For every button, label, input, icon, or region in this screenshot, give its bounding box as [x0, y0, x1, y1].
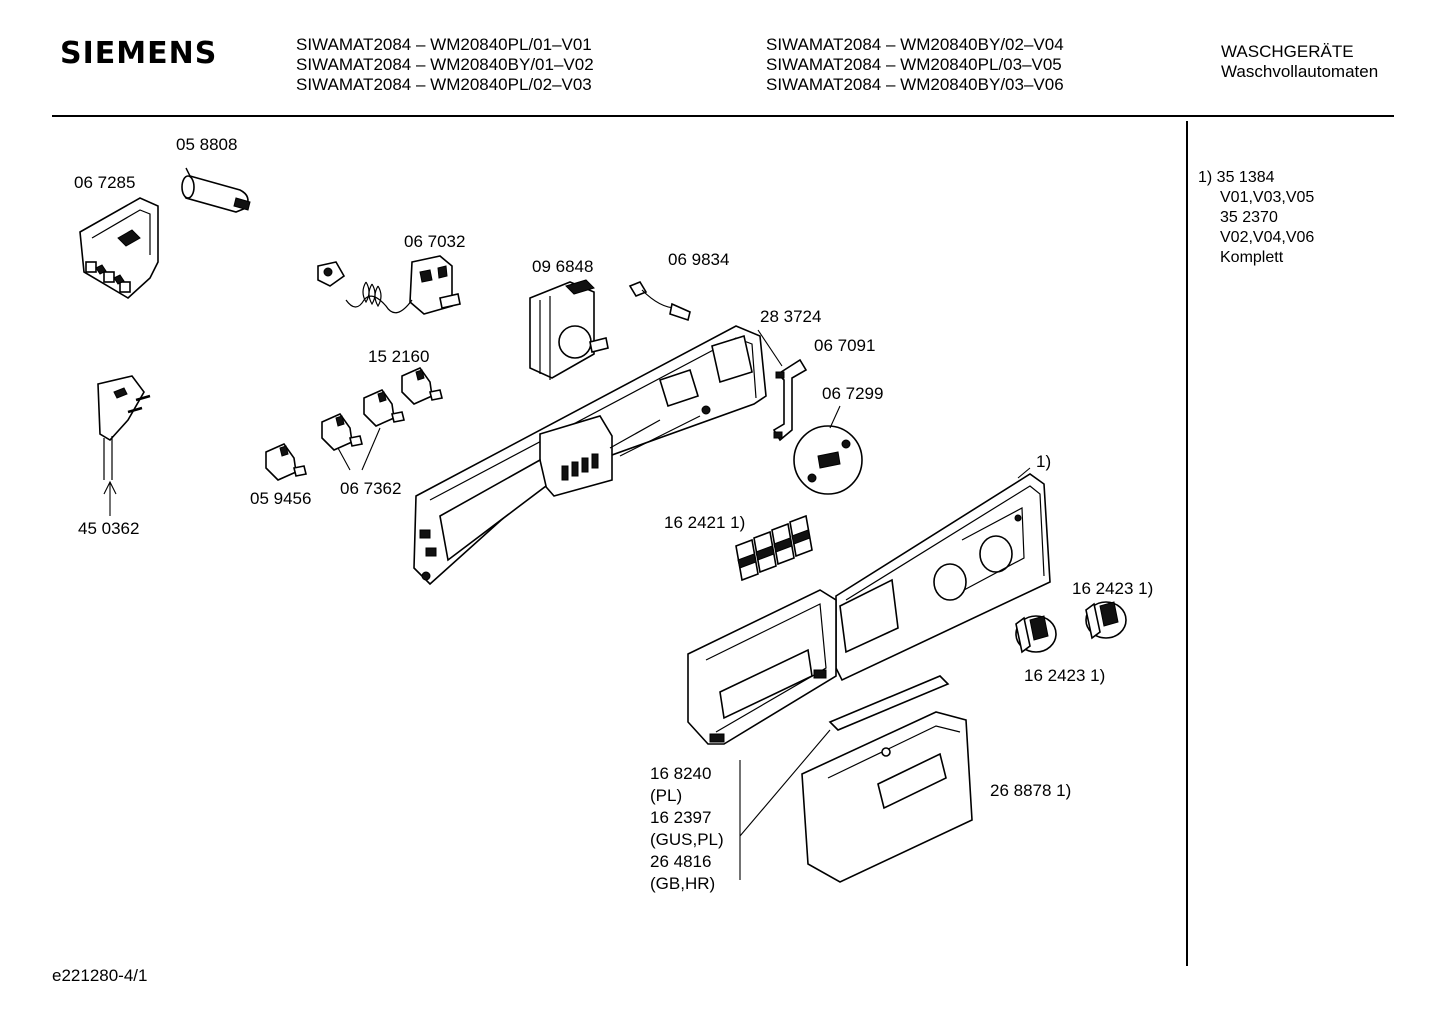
footnote-line: 1) 35 1384	[1198, 169, 1275, 186]
part-label: 16 2421 1)	[664, 513, 746, 532]
switch-part-067362-a	[363, 389, 405, 427]
brand-logo: SIEMENS	[60, 36, 218, 71]
model-list-left: SIWAMAT2084 – WM20840PL/01–V01 SIWAMAT20…	[296, 35, 594, 95]
part-label: 05 9456	[250, 489, 312, 508]
bracket-part-067285	[79, 197, 159, 299]
switch-part-067362-b	[321, 413, 363, 451]
part-label: (GUS,PL)	[650, 830, 724, 849]
switch-part-059456	[265, 443, 307, 481]
power-plug-part-450362	[97, 375, 151, 480]
model-line: SIWAMAT2084 – WM20840BY/03–V06	[766, 75, 1064, 94]
footnote-block: 1) 35 1384 V01,V03,V05 35 2370 V02,V04,V…	[1198, 168, 1314, 268]
knob-part-162423-a	[1015, 615, 1057, 654]
part-label: 26 4816	[650, 852, 712, 871]
model-line: SIWAMAT2084 – WM20840PL/02–V03	[296, 75, 592, 94]
drawer-front-part-268878	[801, 711, 973, 883]
part-label: 16 2397	[650, 808, 712, 827]
part-label: 28 3724	[760, 307, 822, 326]
footnote-line: 35 2370	[1220, 209, 1278, 226]
part-label: (PL)	[650, 786, 683, 805]
category-title: WASCHGERÄTE	[1221, 42, 1354, 61]
model-list-right: SIWAMAT2084 – WM20840BY/02–V04 SIWAMAT20…	[766, 35, 1064, 95]
front-panel-part-1	[835, 473, 1051, 682]
variant-part-labels: 16 8240 (PL) 16 2397 (GUS,PL) 26 4816 (G…	[650, 763, 724, 895]
drawing-id: e221280-4/1	[52, 966, 148, 985]
part-label: 16 2423 1)	[1024, 666, 1106, 685]
part-label: 05 8808	[176, 135, 238, 154]
part-label: 06 7285	[74, 173, 136, 192]
part-label: 16 2423 1)	[1072, 579, 1154, 598]
footnote-line: V02,V04,V06	[1220, 229, 1315, 246]
part-label: 06 7032	[404, 232, 466, 251]
part-label: 26 8878 1)	[990, 781, 1072, 800]
knob-disc-part-067299	[793, 425, 863, 495]
part-label: 06 9834	[668, 250, 730, 269]
part-label: 15 2160	[368, 347, 430, 366]
part-label: (GB,HR)	[650, 874, 716, 893]
front-panel-frame-left	[687, 589, 837, 745]
model-line: SIWAMAT2084 – WM20840PL/03–V05	[766, 55, 1062, 74]
sensor-part-069834	[628, 281, 691, 322]
part-label: 09 6848	[532, 257, 594, 276]
model-line: SIWAMAT2084 – WM20840BY/02–V04	[766, 35, 1064, 54]
display-strip	[828, 675, 950, 731]
part-label: 45 0362	[78, 519, 140, 538]
thermostat-part-067032	[317, 255, 461, 315]
model-line: SIWAMAT2084 – WM20840BY/01–V02	[296, 55, 594, 74]
footnote-line: V01,V03,V05	[1220, 189, 1315, 206]
knob-part-162423-b	[1085, 601, 1127, 640]
part-label: 06 7299	[822, 384, 884, 403]
model-line: SIWAMAT2084 – WM20840PL/01–V01	[296, 35, 592, 54]
category-subtitle: Waschvollautomaten	[1221, 62, 1379, 81]
part-label: 1)	[1036, 452, 1052, 471]
timer-part-096848	[529, 279, 609, 380]
part-label: 06 7362	[340, 479, 402, 498]
control-panel-frame	[413, 325, 767, 586]
switch-part-152160	[401, 367, 443, 405]
category-block: WASCHGERÄTE Waschvollautomaten	[1221, 42, 1378, 82]
part-label: 16 8240	[650, 764, 712, 783]
part-label: 06 7091	[814, 336, 876, 355]
footnote-line: Komplett	[1220, 249, 1284, 266]
capacitor-part-058808	[181, 167, 251, 213]
buttons-part-162421	[735, 514, 813, 582]
clip-part-067091	[772, 358, 808, 442]
leader-lines	[103, 329, 1031, 880]
